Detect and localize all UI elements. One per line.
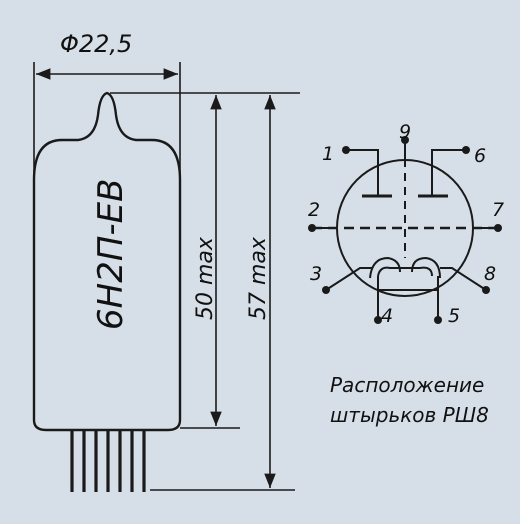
tube-pins [70, 430, 146, 492]
pin1-lead [346, 149, 379, 196]
pin-labels: 1 2 3 4 5 6 7 8 9 [308, 121, 504, 327]
pin-label-8: 8 [484, 263, 496, 285]
cathode-left [369, 256, 401, 279]
pin-label-7: 7 [492, 199, 504, 221]
pin7-dot [494, 224, 502, 232]
pin-label-4: 4 [381, 305, 393, 327]
pin2-dot [308, 224, 316, 232]
pin9-dot [401, 136, 409, 144]
pin3-lead [325, 267, 372, 291]
pinout-caption-line2: штырьков РШ8 [330, 403, 489, 427]
tube-outline [32, 91, 182, 432]
heater-loop [377, 266, 433, 277]
pinout-diagram [312, 140, 498, 318]
pin6-dot [462, 146, 470, 154]
pin1-dot [342, 146, 350, 154]
cathode-right [411, 256, 441, 279]
pinout-caption-line1: Расположение [330, 373, 484, 397]
pin-label-9: 9 [399, 121, 411, 143]
diameter-dimension [33, 62, 181, 178]
diameter-label: Φ22,5 [60, 30, 132, 58]
pin-label-6: 6 [474, 145, 486, 167]
pin5-dot [434, 316, 442, 324]
pin8-lead [440, 267, 487, 291]
body-height-label: 50 max [193, 236, 218, 320]
pin-label-1: 1 [322, 143, 334, 165]
pin-label-2: 2 [308, 199, 320, 221]
pin-dots [308, 136, 502, 324]
pin4-dot [374, 316, 382, 324]
height-dimensions [110, 92, 300, 491]
pin6-lead [431, 149, 466, 196]
pin8-dot [482, 286, 490, 294]
tube-model-label: 6Н2П-ЕВ [91, 179, 131, 330]
pin3-dot [322, 286, 330, 294]
pin-label-3: 3 [310, 263, 322, 285]
tube-envelope [32, 91, 182, 432]
pin-label-5: 5 [448, 305, 460, 327]
total-height-label: 57 max [246, 236, 271, 320]
